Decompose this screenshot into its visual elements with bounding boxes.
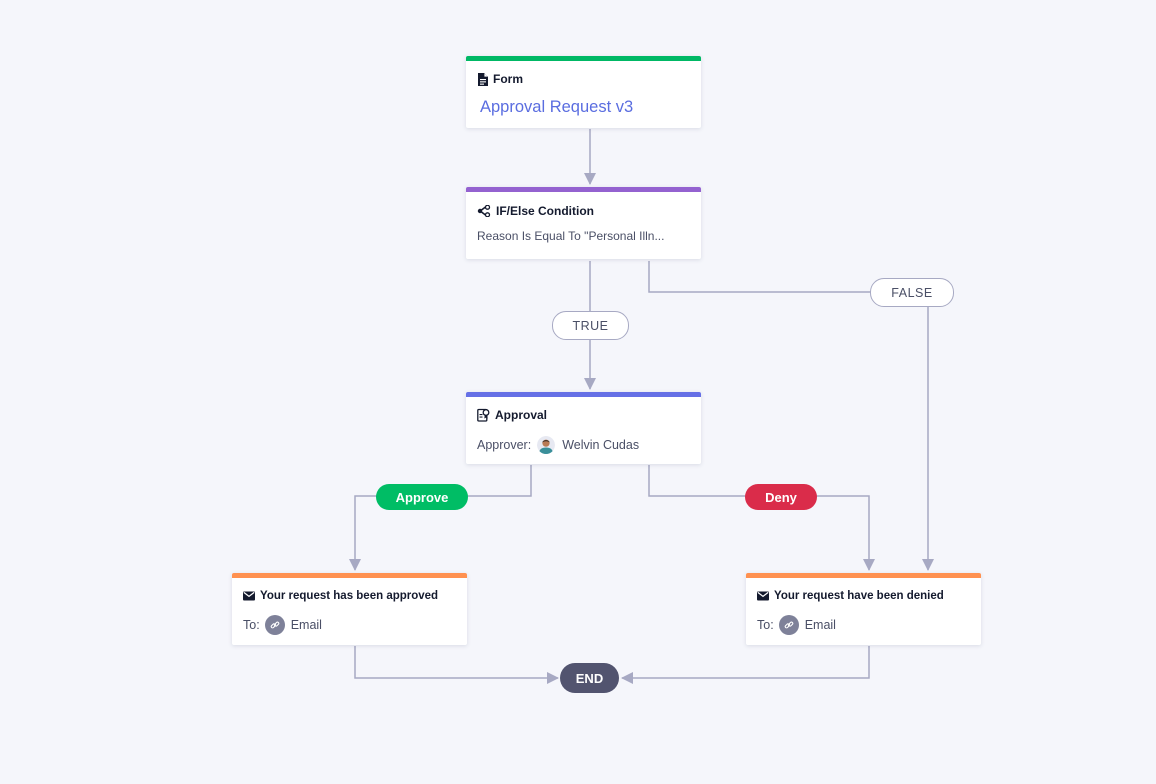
condition-text: Reason Is Equal To "Personal Illn...: [477, 229, 665, 243]
connector-denied-to-end: [621, 646, 870, 684]
email-denied-title: Your request have been denied: [774, 590, 944, 602]
email-denied-accent: [746, 573, 981, 578]
envelope-icon: [757, 591, 774, 601]
approve-outcome-badge[interactable]: Approve: [376, 484, 468, 510]
condition-node-accent: [466, 187, 701, 192]
condition-node[interactable]: IF/Else Condition Reason Is Equal To "Pe…: [466, 187, 701, 259]
connector-condition-false: [648, 261, 934, 571]
form-node-type-label: Form: [493, 72, 523, 86]
approval-node[interactable]: Approval Approver: Welvin Cudas: [466, 392, 701, 464]
deny-outcome-badge[interactable]: Deny: [745, 484, 817, 510]
email-denied-node[interactable]: Your request have been denied To: Email: [746, 573, 981, 645]
branch-condition-icon: [477, 205, 496, 217]
document-icon: [477, 72, 493, 86]
connector-deny: [648, 465, 875, 571]
true-branch-badge[interactable]: TRUE: [552, 311, 629, 340]
link-icon: [778, 615, 799, 635]
form-node-accent: [466, 56, 701, 61]
email-denied-recipient: Email: [804, 618, 836, 632]
condition-node-header: IF/Else Condition: [477, 204, 594, 218]
email-approved-accent: [232, 573, 467, 578]
connector-approve: [349, 465, 532, 571]
form-name-link[interactable]: Approval Request v3: [480, 98, 634, 116]
email-approved-to-label: To:: [243, 618, 260, 632]
email-approved-title: Your request has been approved: [260, 590, 439, 602]
approval-node-type-label: Approval: [495, 408, 548, 422]
approval-node-header: Approval: [477, 408, 547, 422]
email-approved-recipient: Email: [290, 618, 322, 632]
condition-node-type-label: IF/Else Condition: [496, 204, 594, 218]
approval-stamp-icon: [477, 408, 495, 422]
email-denied-recipient-row: To: Email: [757, 615, 836, 635]
link-icon: [264, 615, 285, 635]
end-node[interactable]: END: [560, 663, 619, 693]
connector-approved-to-end: [354, 646, 559, 684]
approver-label: Approver:: [477, 438, 532, 452]
false-branch-badge[interactable]: FALSE: [870, 278, 954, 307]
email-approved-node[interactable]: Your request has been approved To: Email: [232, 573, 467, 645]
form-node[interactable]: Form Approval Request v3: [466, 56, 701, 128]
avatar: [537, 436, 556, 454]
email-denied-header: Your request have been denied: [757, 590, 944, 602]
envelope-icon: [243, 591, 260, 601]
approver-row: Approver: Welvin Cudas: [477, 436, 639, 454]
email-denied-to-label: To:: [757, 618, 774, 632]
email-approved-recipient-row: To: Email: [243, 615, 322, 635]
email-approved-header: Your request has been approved: [243, 590, 438, 602]
approver-name: Welvin Cudas: [562, 438, 640, 452]
form-node-header: Form: [477, 72, 523, 86]
approval-node-accent: [466, 392, 701, 397]
